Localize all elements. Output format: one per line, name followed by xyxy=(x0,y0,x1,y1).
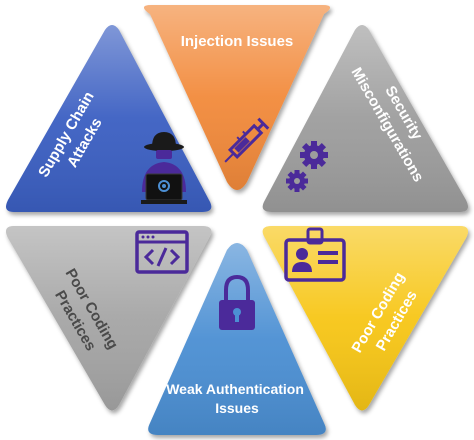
id-badge-icon xyxy=(284,227,346,282)
segment-supply-chain-attacks: Supply Chain Attacks xyxy=(6,25,212,212)
segment-gloss xyxy=(148,243,326,435)
syringe-icon xyxy=(224,117,270,163)
segment-security-misconfigurations: Security Misconfigurations xyxy=(262,25,468,212)
segment-gloss xyxy=(143,5,331,190)
segment-poor-coding-practices-left: Poor Coding Practices xyxy=(6,226,212,411)
code-window-icon xyxy=(135,230,189,274)
segment-injection-issues: Injection Issues xyxy=(143,5,331,190)
segment-weak-authentication-issues: Weak Authentication Issues xyxy=(148,243,326,435)
hacker-icon xyxy=(141,132,187,204)
segment-label: Injection Issues xyxy=(181,33,294,50)
padlock-icon xyxy=(219,274,255,330)
segment-label: Weak Authentication Issues xyxy=(166,381,308,416)
segment-gloss xyxy=(262,226,468,411)
